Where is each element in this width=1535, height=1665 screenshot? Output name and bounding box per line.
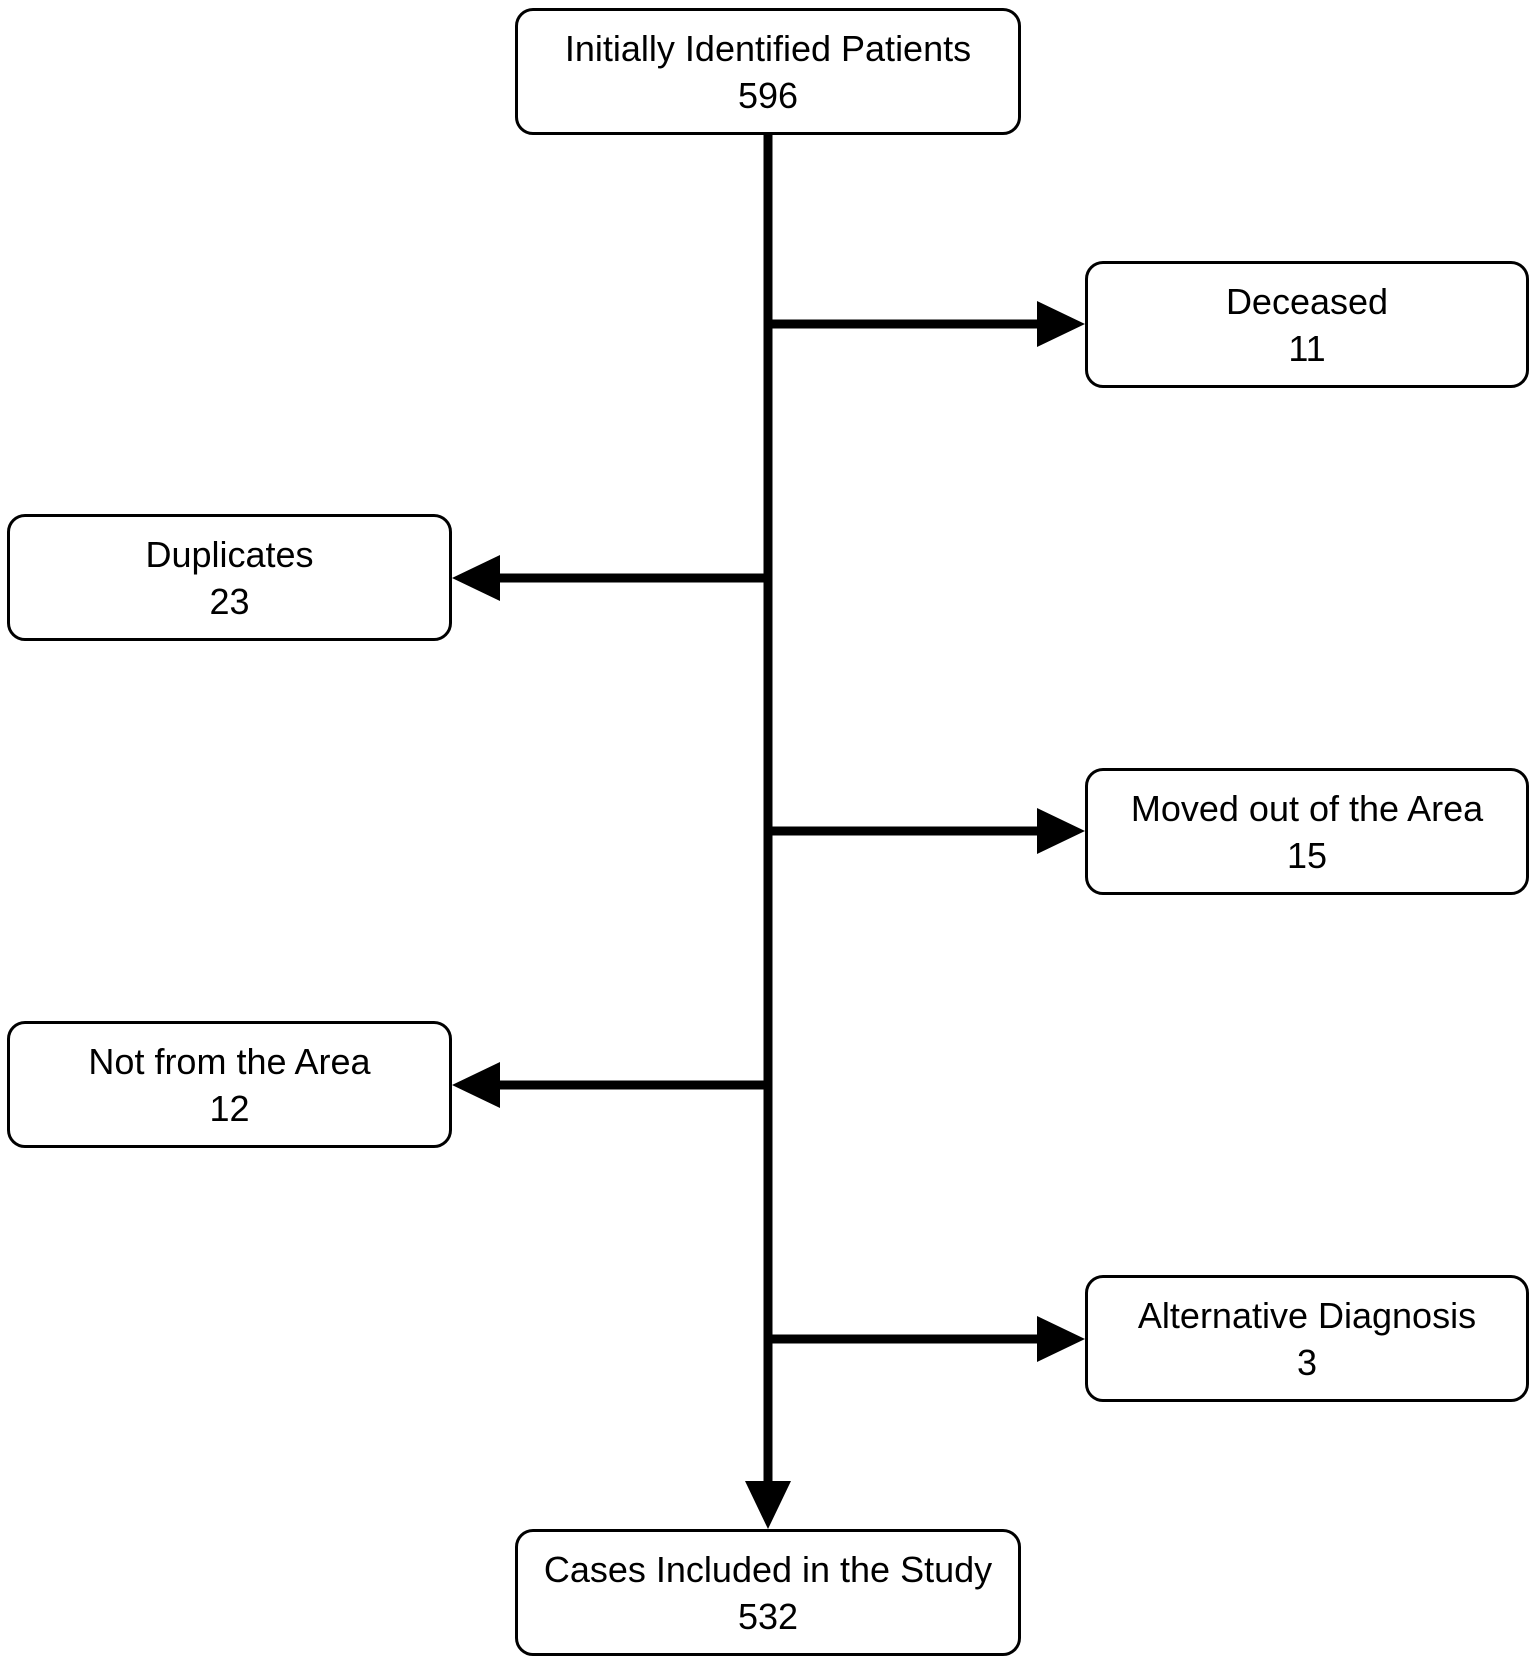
node-label: Duplicates — [145, 533, 314, 575]
node-cases-included: Cases Included in the Study 532 — [515, 1529, 1021, 1656]
node-label: Alternative Diagnosis — [1137, 1294, 1477, 1336]
node-label: Deceased — [1225, 280, 1389, 322]
node-initially-identified-patients: Initially Identified Patients 596 — [515, 8, 1021, 135]
arrow-to-notfrom — [452, 1062, 500, 1108]
node-count: 23 — [209, 580, 250, 622]
node-deceased: Deceased 11 — [1085, 261, 1529, 388]
node-label: Not from the Area — [88, 1040, 371, 1082]
arrow-to-moved — [1037, 808, 1085, 854]
node-count: 532 — [737, 1595, 799, 1637]
node-count: 15 — [1286, 834, 1328, 876]
node-moved-out-of-area: Moved out of the Area 15 — [1085, 768, 1529, 895]
node-count: 596 — [737, 74, 799, 116]
node-count: 12 — [209, 1087, 250, 1129]
node-alternative-diagnosis: Alternative Diagnosis 3 — [1085, 1275, 1529, 1402]
node-label: Initially Identified Patients — [564, 27, 972, 69]
node-label: Cases Included in the Study — [543, 1548, 993, 1590]
arrow-to-included — [745, 1481, 791, 1529]
arrow-to-deceased — [1037, 301, 1085, 347]
node-duplicates: Duplicates 23 — [7, 514, 452, 641]
arrow-to-altdiag — [1037, 1316, 1085, 1362]
node-count: 3 — [1296, 1341, 1318, 1383]
node-not-from-area: Not from the Area 12 — [7, 1021, 452, 1148]
arrow-to-duplicates — [452, 555, 500, 601]
node-count: 11 — [1288, 327, 1326, 369]
node-label: Moved out of the Area — [1130, 787, 1484, 829]
